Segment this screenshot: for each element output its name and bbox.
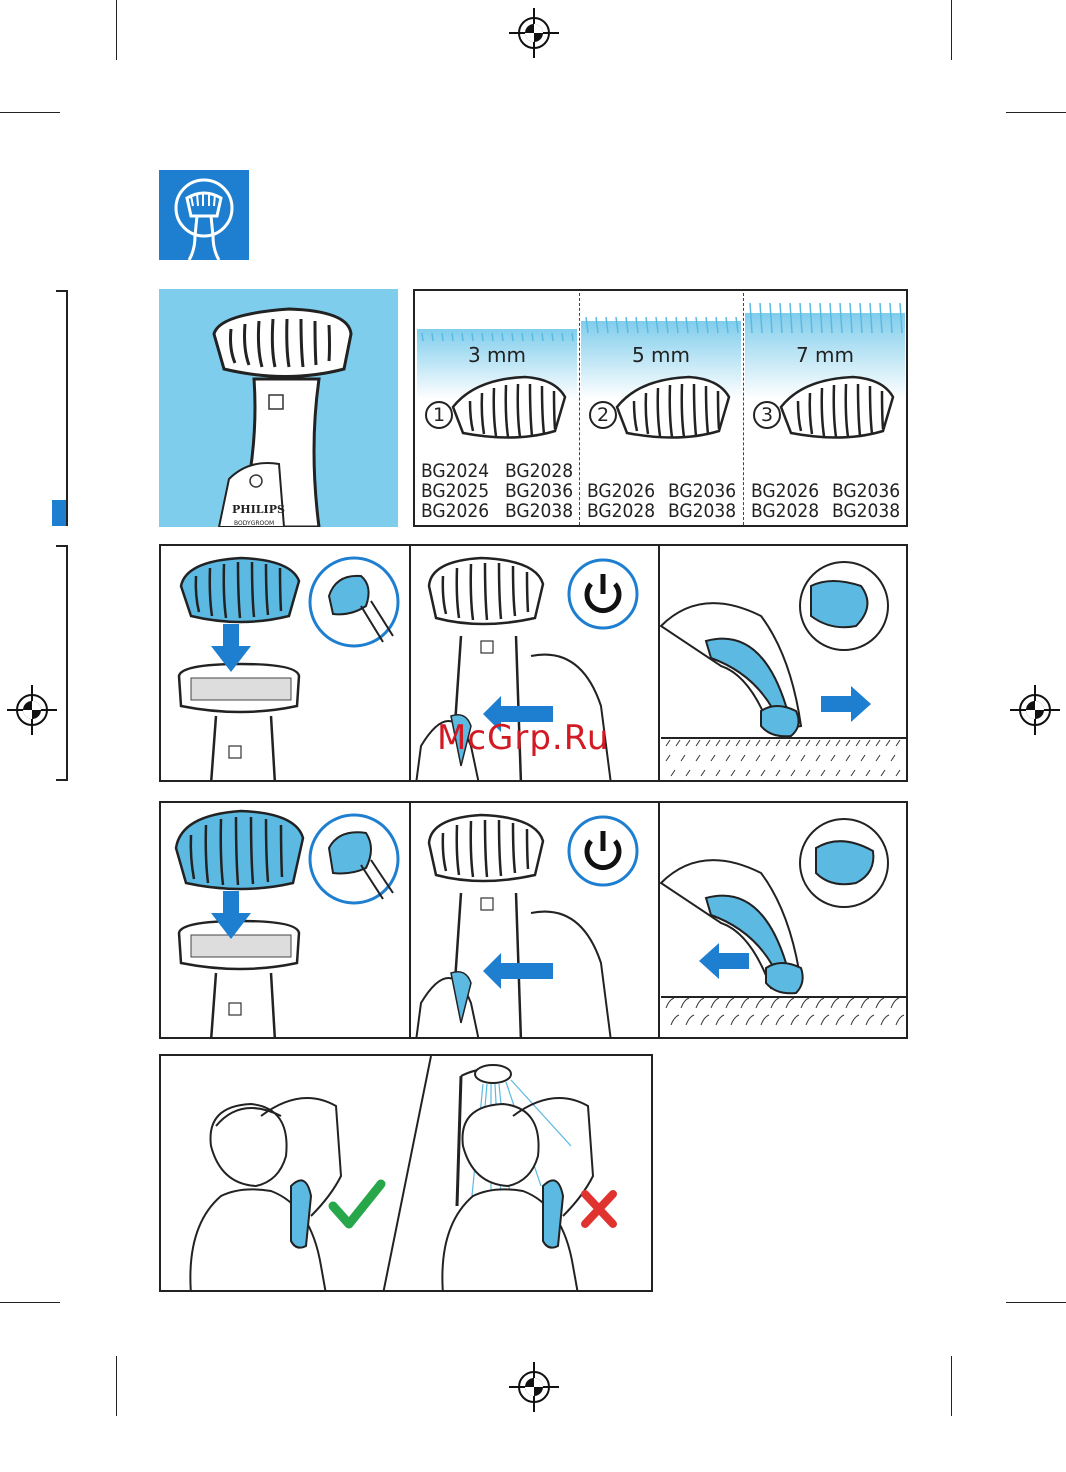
- crop-mark: [951, 1356, 952, 1416]
- step-row-2-illustration: [161, 803, 908, 1039]
- hair-lines: [417, 329, 577, 343]
- model-code: BG2028: [505, 461, 573, 481]
- side-bracket: [66, 290, 68, 526]
- model-list-1: BG2024 BG2028 BG2025 BG2036 BG2026 BG203…: [421, 461, 443, 527]
- device-illustration: PHILIPS BODYGROOM: [159, 289, 398, 527]
- side-marker: [52, 500, 66, 526]
- power-icon: [569, 560, 637, 628]
- model-code: BG2038: [668, 501, 736, 521]
- model-code: BG2026: [421, 501, 489, 521]
- crop-mark: [1006, 112, 1066, 113]
- product-name: BODYGROOM: [234, 520, 274, 527]
- side-bracket: [56, 779, 68, 781]
- trimming-action-illustration: [661, 562, 908, 782]
- model-list-2: BG2026 BG2036 BG2028 BG2038: [587, 481, 609, 527]
- watermark: McGrp.Ru: [437, 718, 609, 758]
- comb-detail-inset: [310, 558, 398, 646]
- comb-length-panel: 3 mm 5 mm 7 mm 1 2 3 BG2024 BG2028: [413, 289, 908, 527]
- model-code: BG2026: [587, 481, 655, 501]
- model-code: BG2036: [832, 481, 900, 501]
- comb-length-label: 3 mm: [417, 343, 577, 367]
- model-code: BG2038: [505, 501, 573, 521]
- model-code: BG2025: [421, 481, 489, 501]
- bodygroom-symbol-icon: [159, 170, 249, 260]
- attach-comb-illustration: [179, 558, 299, 782]
- registration-mark-icon: [509, 1362, 559, 1412]
- registration-mark-icon: [509, 8, 559, 58]
- step-row-2: [159, 801, 908, 1039]
- model-code: BG2028: [587, 501, 655, 521]
- usage-illustration: [161, 1056, 653, 1292]
- model-list-3: BG2026 BG2036 BG2028 BG2038: [751, 481, 773, 527]
- hair-lines: [581, 313, 741, 335]
- cross-icon: [585, 1194, 613, 1224]
- brand-logo: PHILIPS: [232, 503, 285, 516]
- comb-number: 3: [754, 404, 780, 426]
- panel-divider: [383, 1056, 431, 1292]
- usage-do-dont-panel: [159, 1054, 653, 1292]
- arrow-right-icon: [821, 686, 871, 722]
- hair-lines: [745, 299, 905, 335]
- side-bracket: [56, 545, 68, 547]
- model-code: BG2026: [751, 481, 819, 501]
- trimming-action-illustration: [661, 819, 908, 1039]
- crop-mark: [116, 0, 117, 60]
- model-code: BG2028: [751, 501, 819, 521]
- comb-length-label: 5 mm: [581, 343, 741, 367]
- model-code: BG2038: [832, 501, 900, 521]
- comb-detail-inset: [310, 815, 398, 903]
- model-code: BG2024: [421, 461, 489, 481]
- arrow-left-icon: [699, 943, 749, 979]
- model-code: BG2036: [505, 481, 573, 501]
- power-icon: [569, 817, 637, 885]
- side-bracket: [66, 545, 68, 781]
- comb-number: 1: [426, 404, 452, 426]
- dry-use-illustration: [190, 1098, 341, 1292]
- side-bracket: [56, 290, 68, 292]
- check-icon: [333, 1184, 381, 1224]
- crop-mark: [1006, 1302, 1066, 1303]
- comb-length-label: 7 mm: [745, 343, 905, 367]
- crop-mark: [0, 112, 60, 113]
- shower-use-illustration: [442, 1065, 593, 1292]
- comb-number: 2: [590, 404, 616, 426]
- crop-mark: [116, 1356, 117, 1416]
- crop-mark: [951, 0, 952, 60]
- registration-mark-icon: [1010, 685, 1060, 735]
- product-illustration-panel: PHILIPS BODYGROOM: [159, 289, 398, 527]
- model-code: BG2036: [668, 481, 736, 501]
- comb-illustrations: [415, 371, 908, 461]
- crop-mark: [0, 1302, 60, 1303]
- registration-mark-icon: [7, 685, 57, 735]
